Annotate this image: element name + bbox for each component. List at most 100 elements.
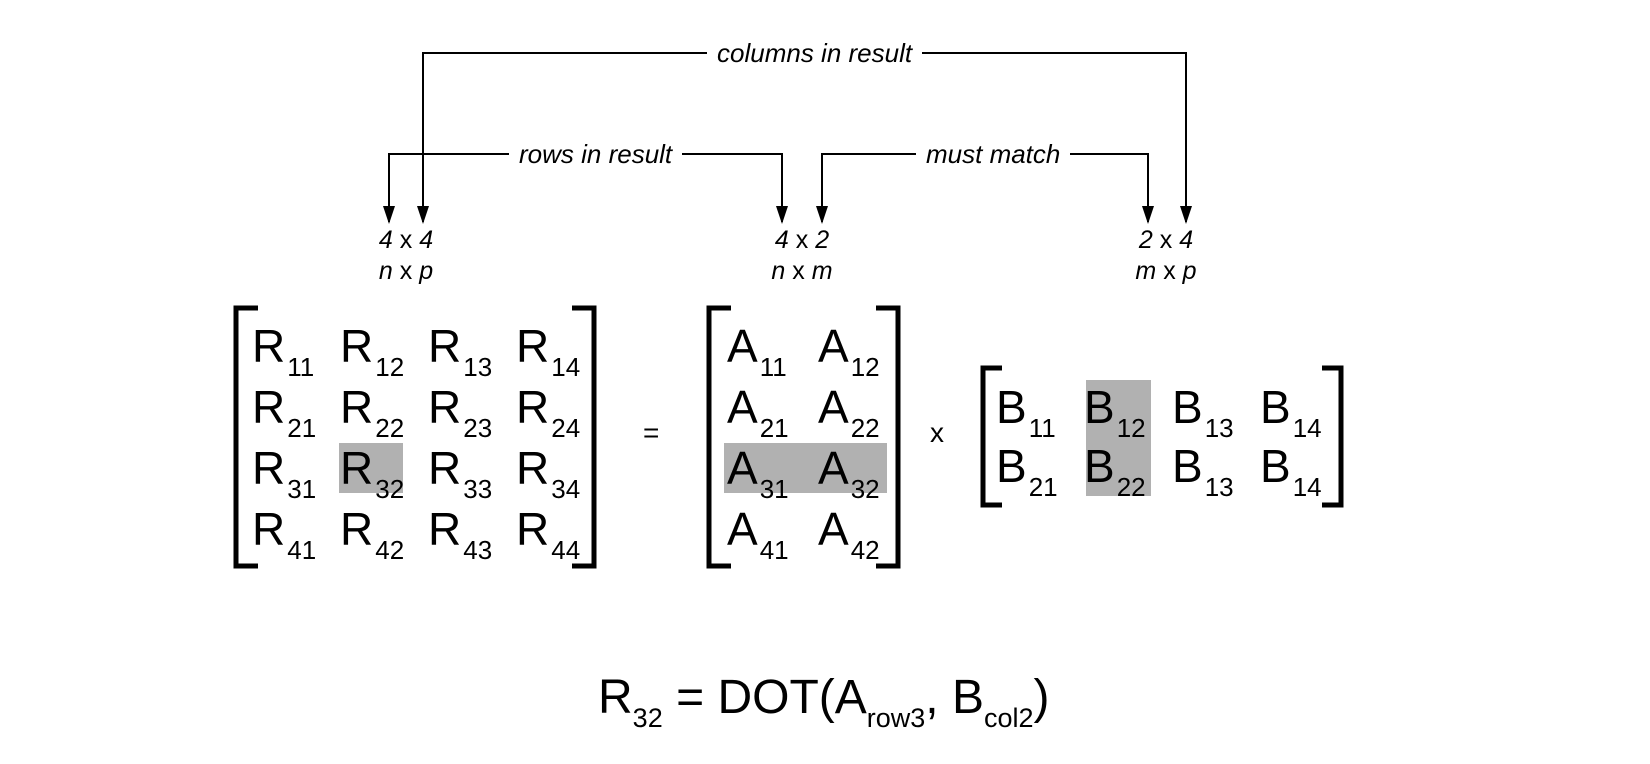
b-right-bracket	[1322, 365, 1344, 508]
dot-formula: R32 = DOT(Arow3, Bcol2)	[598, 668, 1050, 732]
r-dimensions: 4 x 4	[366, 226, 446, 254]
formula-close: )	[1033, 671, 1050, 724]
r-matrix-cell-index: 33	[463, 474, 493, 504]
times-sign: x	[930, 417, 944, 448]
a-matrix-cell: A32	[818, 440, 880, 502]
b-matrix-cell-letter: B	[996, 440, 1027, 492]
b-dim-cols-value: 4	[1179, 226, 1194, 254]
r-matrix-cell-index: 34	[551, 474, 581, 504]
a-matrix-cell-letter: A	[818, 503, 849, 555]
r-matrix-cell: R43	[428, 501, 492, 563]
r-matrix-cell: R13	[428, 318, 492, 380]
r-matrix-cell-index: 21	[287, 413, 317, 443]
formula-a: A	[834, 671, 867, 724]
r-matrix-cell-letter: R	[340, 503, 374, 555]
b-matrix-cell: B13	[1172, 438, 1234, 500]
b-dim-x: x	[1159, 226, 1173, 254]
b-matrix-cell-letter: B	[1084, 381, 1115, 433]
formula-lhs: R	[598, 671, 633, 724]
r-matrix-cell-letter: R	[252, 320, 286, 372]
a-matrix-cell: A12	[818, 318, 880, 380]
a-matrix-cell-letter: A	[818, 320, 849, 372]
a-matrix-cell-index: 22	[850, 413, 880, 443]
r-dim-cols-value: 4	[419, 226, 434, 254]
a-matrix-cell-letter: A	[818, 381, 849, 433]
formula-a-sub: row3	[866, 703, 926, 733]
b-dimensions: 2 x 4	[1126, 226, 1206, 254]
a-row3-highlight	[724, 443, 887, 493]
r-matrix-cell-index: 24	[551, 413, 581, 443]
formula-b-sub: col2	[983, 703, 1034, 733]
r-matrix-cell-letter: R	[340, 442, 374, 494]
a-matrix-cell-letter: A	[727, 320, 758, 372]
a-matrix-cell: A11	[727, 318, 787, 380]
r-matrix-cell-index: 44	[551, 535, 581, 565]
r-matrix-cell: R33	[428, 440, 492, 502]
a-symbols: n x m	[762, 257, 842, 285]
b-col2-highlight	[1086, 380, 1151, 496]
b-matrix-cell-index: 21	[1028, 472, 1058, 502]
b-matrix-cell: B21	[996, 438, 1058, 500]
a-matrix-cell-index: 42	[850, 535, 880, 565]
b-sym-x: x	[1163, 257, 1176, 285]
r-matrix-cell-letter: R	[428, 503, 462, 555]
columns-in-result-label: columns in result	[707, 38, 923, 68]
a-sym-m: m	[811, 257, 833, 285]
formula-lhs-sub: 32	[632, 703, 663, 733]
a-dim-x: x	[795, 226, 809, 254]
r-matrix-cell: R23	[428, 379, 492, 441]
a-matrix-cell: A31	[727, 440, 789, 502]
b-matrix-cell-index: 13	[1204, 413, 1234, 443]
columns-arrow	[417, 52, 1192, 224]
b-matrix-cell: B11	[996, 379, 1056, 441]
a-matrix-cell-index: 12	[850, 352, 880, 382]
r-matrix-cell-letter: R	[516, 442, 550, 494]
equals-sign: =	[643, 417, 660, 448]
r-sym-p: p	[419, 257, 434, 285]
r-matrix-cell-letter: R	[428, 442, 462, 494]
a-left-bracket	[706, 305, 731, 569]
b-matrix-cell-index: 12	[1116, 413, 1146, 443]
r-matrix-cell-letter: R	[516, 320, 550, 372]
b-left-bracket	[980, 365, 1002, 508]
a-dim-cols-value: 2	[815, 226, 830, 254]
b-matrix-cell-index: 14	[1292, 413, 1322, 443]
r-matrix-cell: R24	[516, 379, 580, 441]
r-matrix-cell-letter: R	[252, 381, 286, 433]
r-matrix-cell: R14	[516, 318, 580, 380]
a-matrix-cell: A22	[818, 379, 880, 441]
r-matrix-cell-letter: R	[516, 381, 550, 433]
a-matrix-cell-index: 11	[759, 352, 787, 382]
b-matrix-cell: B22	[1084, 438, 1146, 500]
r-dim-x: x	[399, 226, 413, 254]
r-matrix-cell-letter: R	[252, 503, 286, 555]
r-right-bracket	[572, 305, 597, 569]
b-matrix-cell-letter: B	[1172, 381, 1203, 433]
b-matrix-cell-letter: B	[1260, 440, 1291, 492]
b-matrix-cell-index: 11	[1028, 413, 1056, 443]
r-matrix-cell: R11	[252, 318, 314, 380]
r-sym-x: x	[399, 257, 413, 285]
r-matrix-cell: R34	[516, 440, 580, 502]
formula-equals: =	[676, 671, 705, 724]
r-matrix-cell: R21	[252, 379, 316, 441]
a-matrix-cell-index: 21	[759, 413, 789, 443]
r-matrix-cell: R22	[340, 379, 404, 441]
a-matrix-cell-index: 31	[759, 474, 789, 504]
r-matrix-cell-index: 22	[375, 413, 405, 443]
b-sym-p: p	[1182, 257, 1197, 285]
a-matrix-cell-letter: A	[727, 381, 758, 433]
b-matrix-cell: B14	[1260, 379, 1322, 441]
r-matrix-cell-index: 32	[375, 474, 405, 504]
r32-highlight	[339, 443, 403, 493]
r-matrix-cell-letter: R	[428, 381, 462, 433]
r-matrix-cell-index: 43	[463, 535, 493, 565]
a-dim-rows-value: 4	[774, 226, 789, 254]
formula-sep: ,	[925, 671, 952, 724]
rows-in-result-label: rows in result	[509, 139, 683, 169]
r-matrix-cell-index: 23	[463, 413, 493, 443]
r-sym-n: n	[378, 257, 393, 285]
r-matrix-cell-index: 13	[463, 352, 493, 382]
